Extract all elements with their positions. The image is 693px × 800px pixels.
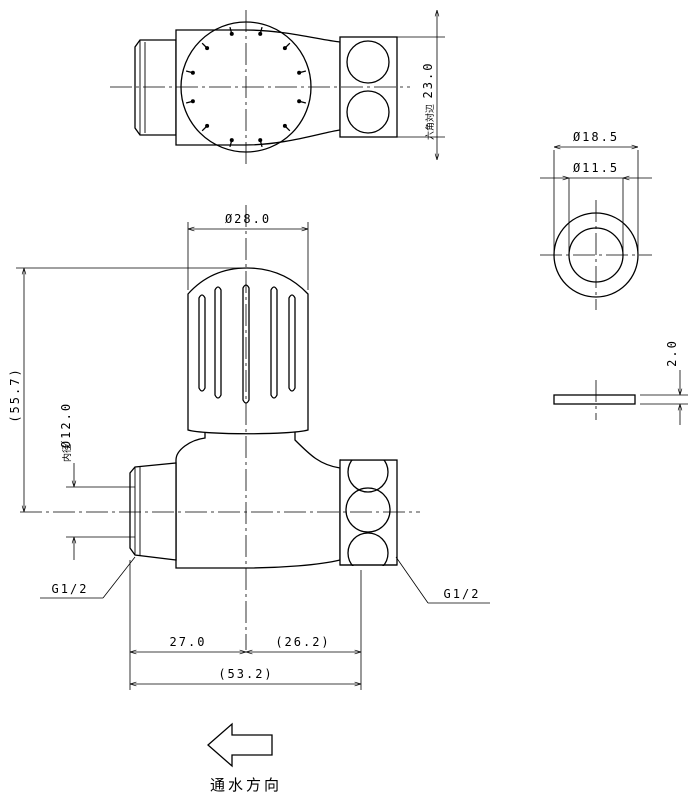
washer-thickness-label: 2.0 <box>665 339 679 367</box>
washer-side-view: 2.0 <box>553 339 688 425</box>
inner-dia-note: 内径 <box>61 444 73 462</box>
knurl-dot <box>190 70 195 75</box>
knurl-dot <box>282 46 287 51</box>
thread-left-label: G1/2 <box>52 582 89 596</box>
hex-dimension-label: 23.0 <box>421 62 435 99</box>
thread-right-label: G1/2 <box>444 587 481 601</box>
height-label: (55.7) <box>8 367 22 422</box>
knurl-dot <box>205 123 210 128</box>
knurl-dot <box>229 138 234 143</box>
handle-dia-label: Ø28.0 <box>225 212 271 226</box>
knurl-dot <box>297 70 302 75</box>
handle <box>187 267 309 435</box>
washer-inner-dia-label: Ø11.5 <box>573 161 619 175</box>
knurl-dot <box>229 31 234 36</box>
total-length-label: (53.2) <box>218 667 273 681</box>
knurl-dot <box>297 99 302 104</box>
flow-arrow-icon <box>207 722 273 768</box>
flow-direction: 通水方向 <box>207 722 282 794</box>
handle-rib <box>242 284 250 404</box>
handle-rib <box>198 294 206 392</box>
right-length-label: (26.2) <box>275 635 330 649</box>
left-thread-stub <box>129 462 177 561</box>
handle-ribs <box>198 284 296 404</box>
knurl-marks <box>185 26 307 148</box>
knurl-dot <box>282 123 287 128</box>
left-length-label: 27.0 <box>170 635 207 649</box>
knurl-dot <box>258 138 263 143</box>
washer-front-view: Ø18.5 Ø11.5 <box>540 130 652 310</box>
front-view: Ø28.0 (55.7) Ø12.0 内径 G1/2 G1/2 27.0 (26… <box>8 205 490 690</box>
flow-direction-label: 通水方向 <box>210 776 282 794</box>
handle-rib <box>288 294 296 392</box>
washer-outer-dia-label: Ø18.5 <box>573 130 619 144</box>
knurl-dot <box>258 31 263 36</box>
hex-dimension-note: 六角対辺 <box>424 104 436 140</box>
inner-dia-label: Ø12.0 <box>59 402 73 448</box>
handle-rib <box>270 286 278 399</box>
top-view: 23.0 六角対辺 <box>110 10 445 165</box>
handle-rib <box>214 286 222 399</box>
knurl-dot <box>205 46 210 51</box>
knurl-dot <box>190 99 195 104</box>
